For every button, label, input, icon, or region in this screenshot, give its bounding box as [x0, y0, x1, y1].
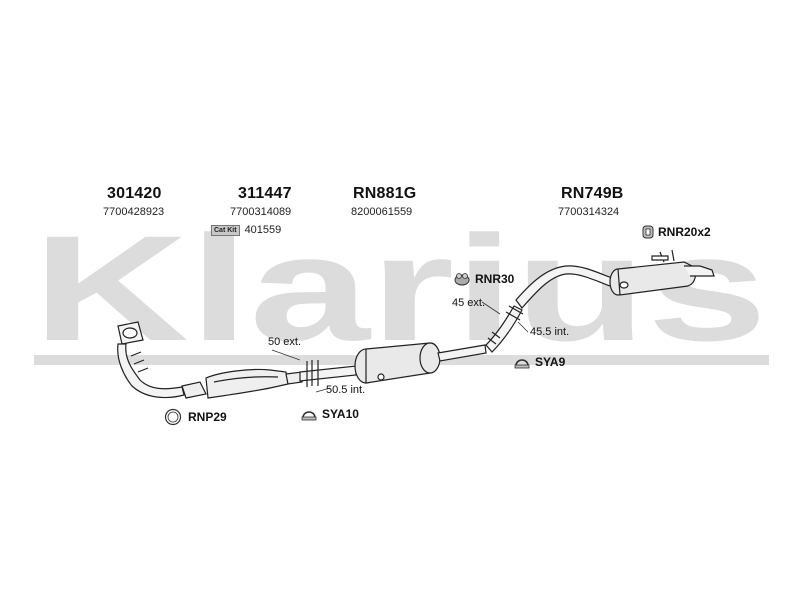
catkit-number: 401559: [244, 224, 282, 236]
leader-lines: [271, 301, 529, 393]
centre-silencer: [354, 342, 441, 384]
clamp-icon: [514, 359, 530, 369]
fitting-rnp29-label: RNP29: [188, 410, 227, 424]
gasket-ring-icon: [164, 408, 182, 426]
fitting-rnr30-label: RNR30: [475, 272, 515, 286]
part-number-centre-silencer: RN881G: [353, 185, 417, 202]
ref-number-rear-silencer: 7700314324: [558, 206, 620, 218]
dimension-50-ext: 50 ext.: [268, 336, 302, 348]
dimension-50-5-int: 50.5 int.: [326, 384, 366, 396]
fitting-rnr30: RNR30: [454, 272, 514, 286]
rubber-mount-icon: [454, 273, 470, 286]
part-number-downpipe: 301420: [107, 185, 162, 202]
ref-number-centre-silencer: 8200061559: [351, 206, 413, 218]
ref-number-catalyst: 7700314089: [230, 206, 292, 218]
ref-number-downpipe: 7700428923: [103, 206, 165, 218]
part-number-catalyst: 311447: [238, 185, 292, 202]
clamp-icon: [301, 411, 317, 421]
fitting-sya10: SYA10: [301, 406, 359, 422]
dimension-45-5-int: 45.5 int.: [530, 326, 570, 338]
fitting-sya9: SYA9: [514, 354, 565, 370]
fitting-sya10-label: SYA10: [322, 407, 359, 421]
catalytic-converter: [181, 368, 303, 399]
rubber-hanger-icon: [642, 225, 654, 239]
fitting-rnp29: RNP29: [164, 408, 227, 426]
fitting-rnr20: RNR20x2: [642, 225, 711, 239]
fitting-rnr20-label: RNR20x2: [658, 225, 711, 239]
catkit-row: Cat Kit 401559: [211, 224, 281, 236]
fitting-sya9-label: SYA9: [535, 355, 566, 369]
part-number-rear-silencer: RN749B: [561, 185, 624, 202]
rear-silencer: [609, 249, 715, 296]
dimension-45-ext: 45 ext.: [452, 297, 486, 309]
front-downpipe: [117, 321, 185, 399]
catkit-badge: Cat Kit: [211, 224, 240, 236]
